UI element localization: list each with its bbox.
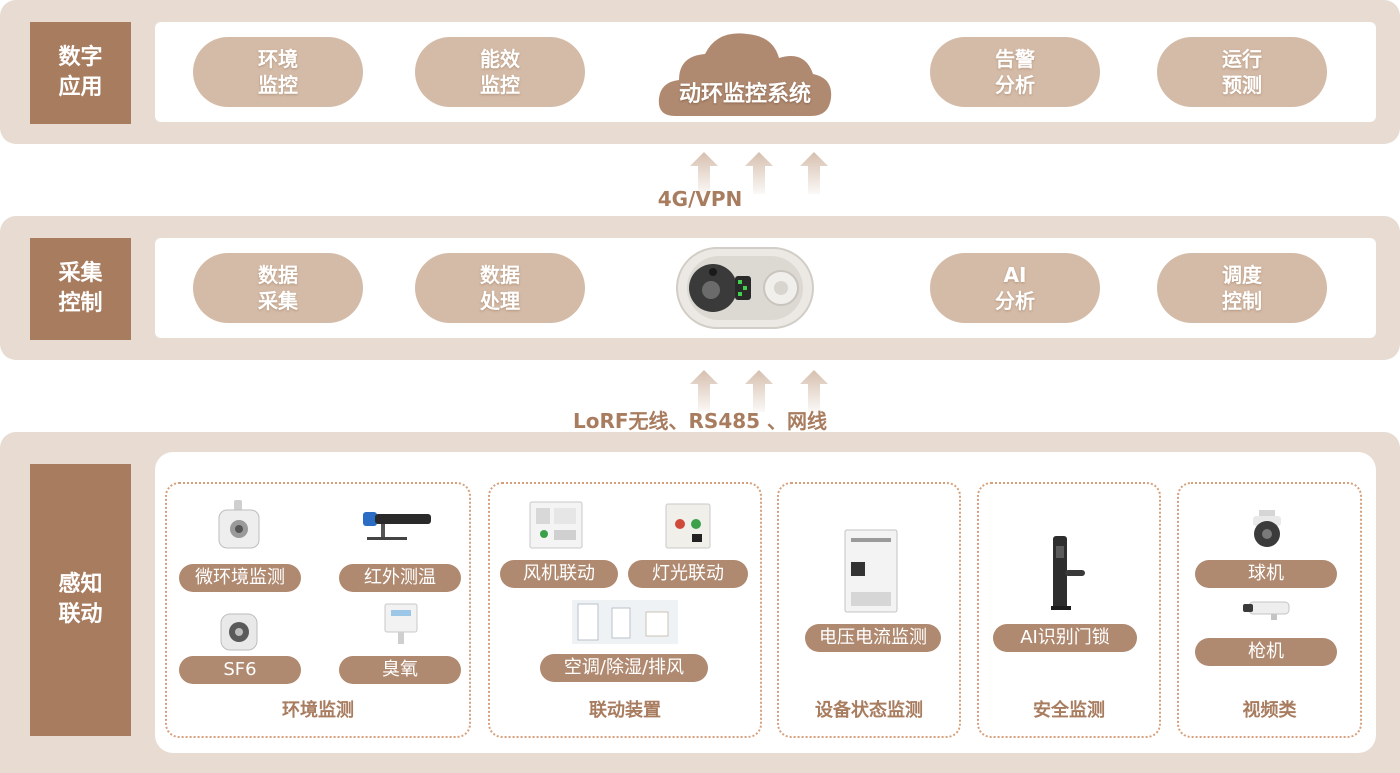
monitoring-system-cloud: 动环监控系统 [655, 26, 835, 118]
air-conditioning-units-icon [572, 600, 678, 644]
cloud-icon [658, 33, 832, 116]
group-security-monitoring: AI识别门锁 安全监测 [977, 482, 1161, 738]
pill-data-collection: 数据 采集 [193, 253, 363, 323]
collection-control-tier: 采集 控制 数据 采集 数据 处理 AI 分析 调度 控制 [0, 216, 1400, 360]
group-video: 球机 枪机 视频类 [1177, 482, 1362, 738]
sensing-linkage-panel: 微环境监测 红外测温 SF6 臭氧 环境监测 [155, 452, 1376, 753]
light-controller-icon [665, 503, 711, 549]
tag-ozone: 臭氧 [339, 656, 461, 684]
bullet-camera-icon [1243, 601, 1290, 620]
monitoring-system-title: 动环监控系统 [678, 82, 811, 107]
group-title-equipment-status: 设备状态监测 [815, 700, 923, 721]
pill-energy-monitoring: 能效 监控 [415, 37, 585, 107]
tier-label-collection-control: 采集 控制 [30, 238, 131, 340]
tag-micro-environment: 微环境监测 [179, 564, 301, 592]
tier-label-sensing-linkage: 感知 联动 [30, 464, 131, 736]
digital-application-panel: 环境 监控 能效 监控 动环监控系统 告警 分析 运行 预测 [155, 22, 1376, 122]
tag-infrared-temperature: 红外测温 [339, 564, 461, 592]
pill-environment-monitoring: 环境 监控 [193, 37, 363, 107]
group-equipment-status: 电压电流监测 设备状态监测 [777, 482, 961, 738]
tag-fan-linkage: 风机联动 [500, 560, 618, 588]
upload-arrows-middle [690, 370, 828, 412]
group-linkage-devices: 风机联动 灯光联动 空调/除湿/排风 联动装置 [488, 482, 762, 738]
pill-scheduling-control: 调度 控制 [1157, 253, 1327, 323]
ozone-sensor-icon [384, 603, 418, 644]
group-title-video: 视频类 [1242, 700, 1297, 721]
tag-ac-dehumidify-exhaust: 空调/除湿/排风 [540, 654, 708, 682]
group-title-environment-monitoring: 环境监测 [282, 700, 354, 721]
connection-label-lorf-rs485: LoRF无线、RS485 、网线 [572, 409, 828, 433]
group-title-linkage-devices: 联动装置 [589, 700, 661, 721]
tag-dome-camera: 球机 [1195, 560, 1337, 588]
pill-data-processing: 数据 处理 [415, 253, 585, 323]
digital-application-tier: 数字 应用 环境 监控 能效 监控 动环监控系统 告警 分析 运行 预测 [0, 0, 1400, 144]
fan-controller-icon [529, 501, 583, 549]
group-title-security-monitoring: 安全监测 [1033, 700, 1105, 721]
group-environment-monitoring: 微环境监测 红外测温 SF6 臭氧 环境监测 [165, 482, 471, 738]
connection-label-4g-vpn: 4G/VPN [657, 187, 743, 211]
micro-environment-sensor-icon [218, 500, 260, 549]
pill-operation-prediction: 运行 预测 [1157, 37, 1327, 107]
tag-light-linkage: 灯光联动 [628, 560, 748, 588]
tag-sf6: SF6 [179, 656, 301, 684]
sensing-linkage-tier: 感知 联动 微环境监测 红外测温 [0, 432, 1400, 773]
sf6-sensor-icon [220, 613, 258, 651]
pill-alarm-analysis: 告警 分析 [930, 37, 1100, 107]
collection-control-panel: 数据 采集 数据 处理 AI 分析 调度 控制 [155, 238, 1376, 338]
upload-arrows-top [690, 152, 828, 194]
tier-label-digital-application: 数字 应用 [30, 22, 131, 124]
gateway-device-icon [676, 247, 814, 329]
tag-ai-door-lock: AI识别门锁 [993, 624, 1137, 652]
tag-voltage-current: 电压电流监测 [805, 624, 941, 652]
ai-door-lock-icon [1051, 536, 1085, 610]
pill-ai-analysis: AI 分析 [930, 253, 1100, 323]
dome-camera-icon [1253, 510, 1281, 547]
tag-bullet-camera: 枪机 [1195, 638, 1337, 666]
voltage-current-monitor-icon [844, 529, 898, 613]
infrared-thermometer-icon [363, 512, 431, 540]
